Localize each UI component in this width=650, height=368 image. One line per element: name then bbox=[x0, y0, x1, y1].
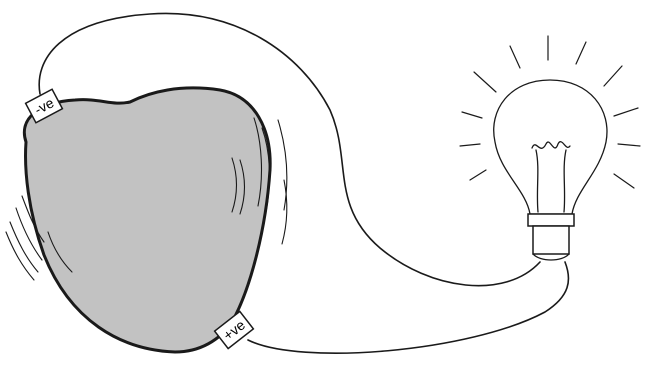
bulb-base bbox=[532, 225, 570, 255]
bulb-rays bbox=[459, 35, 641, 189]
negative-terminal-box bbox=[24, 88, 64, 124]
bulb-filament bbox=[531, 141, 571, 213]
bulb-glass bbox=[493, 79, 608, 215]
positive-terminal-box bbox=[213, 310, 255, 350]
left-motion-lines bbox=[5, 195, 73, 281]
light-bulb-icon bbox=[459, 35, 641, 261]
right-motion-lines bbox=[231, 117, 288, 245]
negative-terminal: -ve bbox=[24, 88, 64, 124]
heart-body bbox=[22, 86, 272, 354]
negative-wire bbox=[38, 12, 541, 287]
bulb-base-collar bbox=[527, 213, 575, 227]
bulb-contact bbox=[532, 253, 570, 261]
positive-wire bbox=[247, 261, 570, 354]
